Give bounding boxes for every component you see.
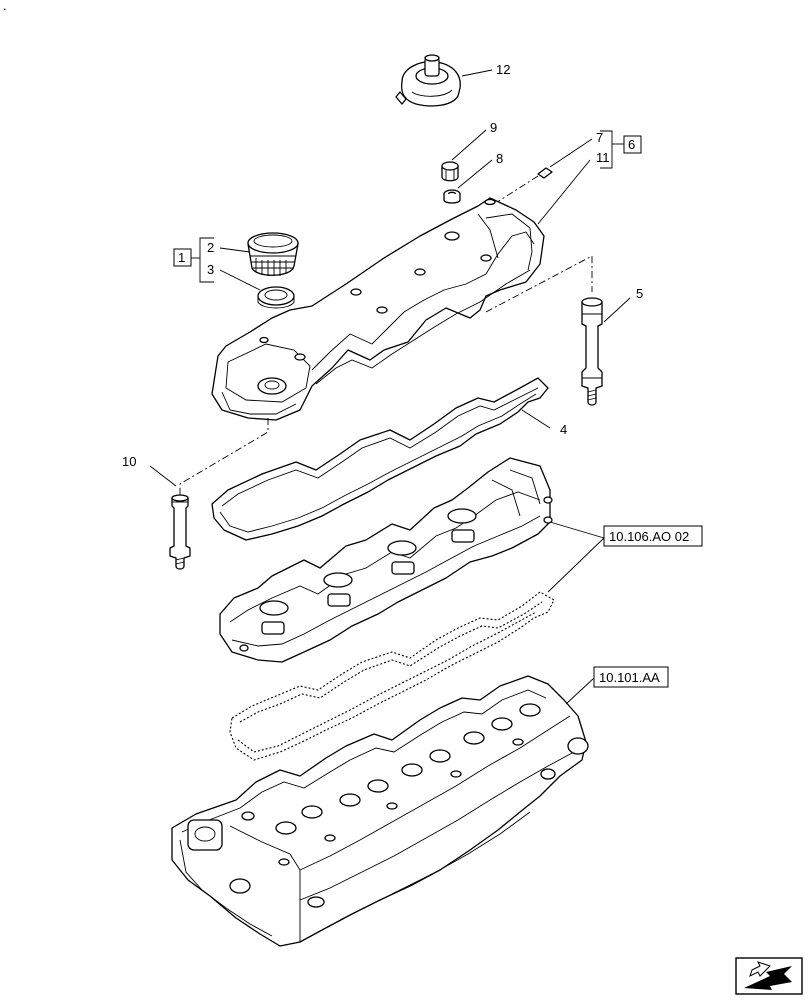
axis-10: [179, 418, 269, 496]
leader-4: [521, 409, 551, 429]
reference-valve-gear: 10.106.AO 02: [609, 529, 689, 544]
callout-2: 2: [207, 240, 214, 255]
leader-3: [219, 269, 261, 291]
leader-10: [149, 465, 177, 487]
gasket-part: [211, 377, 549, 541]
nut-part: [441, 161, 459, 182]
leader-2: [219, 247, 251, 253]
leader-9: [451, 129, 487, 161]
stud-part-5: [581, 297, 603, 406]
leader-5: [603, 297, 631, 323]
washer-part: [443, 189, 461, 204]
stud-part-10: [169, 494, 191, 570]
callout-3: 3: [207, 262, 214, 277]
reference-leader-valve-gear: [547, 521, 605, 593]
callout-5: 5: [636, 286, 643, 301]
callout-box-6: [623, 135, 642, 154]
leader-7: [549, 138, 593, 168]
axis-7: [479, 175, 539, 214]
callout-1: 1: [178, 250, 185, 265]
next-page-arrow-icon[interactable]: [735, 957, 803, 995]
rocker-carrier-reference-part: [219, 457, 553, 663]
callout-4: 4: [560, 422, 567, 437]
reference-leader-cylinder-head: [565, 677, 595, 705]
callout-7: 7: [596, 130, 603, 145]
callout-11: 11: [596, 150, 610, 165]
breather-part: [395, 54, 461, 107]
seal-ring-part: [257, 286, 295, 309]
leader-8: [457, 159, 493, 189]
callout-9: 9: [490, 120, 497, 135]
callout-8: 8: [496, 151, 503, 166]
pin-part: [537, 167, 553, 179]
callout-6: 6: [628, 137, 635, 152]
leader-12: [461, 69, 493, 77]
callout-12: 12: [496, 62, 510, 77]
valve-cover-part: [211, 197, 545, 421]
lower-gasket-part: [229, 591, 555, 761]
oil-filler-cap-part: [247, 232, 299, 276]
bracket-6: [600, 130, 613, 169]
reference-cylinder-head: 10.101.AA: [599, 670, 660, 685]
callout-box-1: [173, 248, 192, 267]
bracket-1: [199, 237, 214, 283]
reference-box-cylinder-head: [593, 666, 669, 688]
leader-11: [537, 159, 591, 225]
corner-mark: .: [3, 0, 7, 13]
callout-10: 10: [122, 454, 136, 469]
cylinder-head-reference-part: [171, 675, 589, 947]
reference-box-valve-gear: [603, 525, 703, 547]
